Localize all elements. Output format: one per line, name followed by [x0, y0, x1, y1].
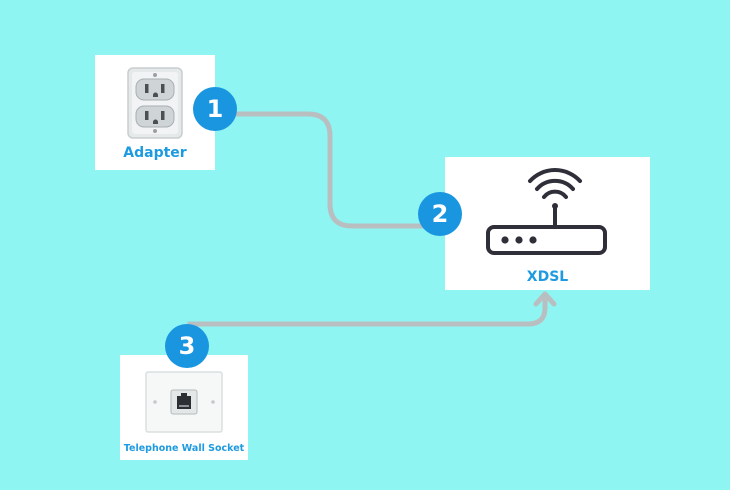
adapter-label: Adapter [123, 145, 187, 161]
wall-socket-label: Telephone Wall Socket [123, 443, 245, 454]
wifi-router-icon [486, 168, 607, 255]
step-badge-3: 3 [165, 324, 209, 368]
cable-arrowhead [533, 291, 557, 307]
router-card: XDSL [445, 157, 650, 290]
step-badge-2: 2 [418, 192, 462, 236]
step-badge-1: 1 [193, 87, 237, 131]
phone-jack-icon [145, 371, 223, 433]
cable-socket-to-router [187, 295, 548, 349]
wall-socket-card: Telephone Wall Socket [120, 355, 248, 460]
power-outlet-icon [127, 67, 183, 139]
cable-adapter-to-router [212, 111, 448, 229]
router-label: XDSL [526, 269, 569, 285]
